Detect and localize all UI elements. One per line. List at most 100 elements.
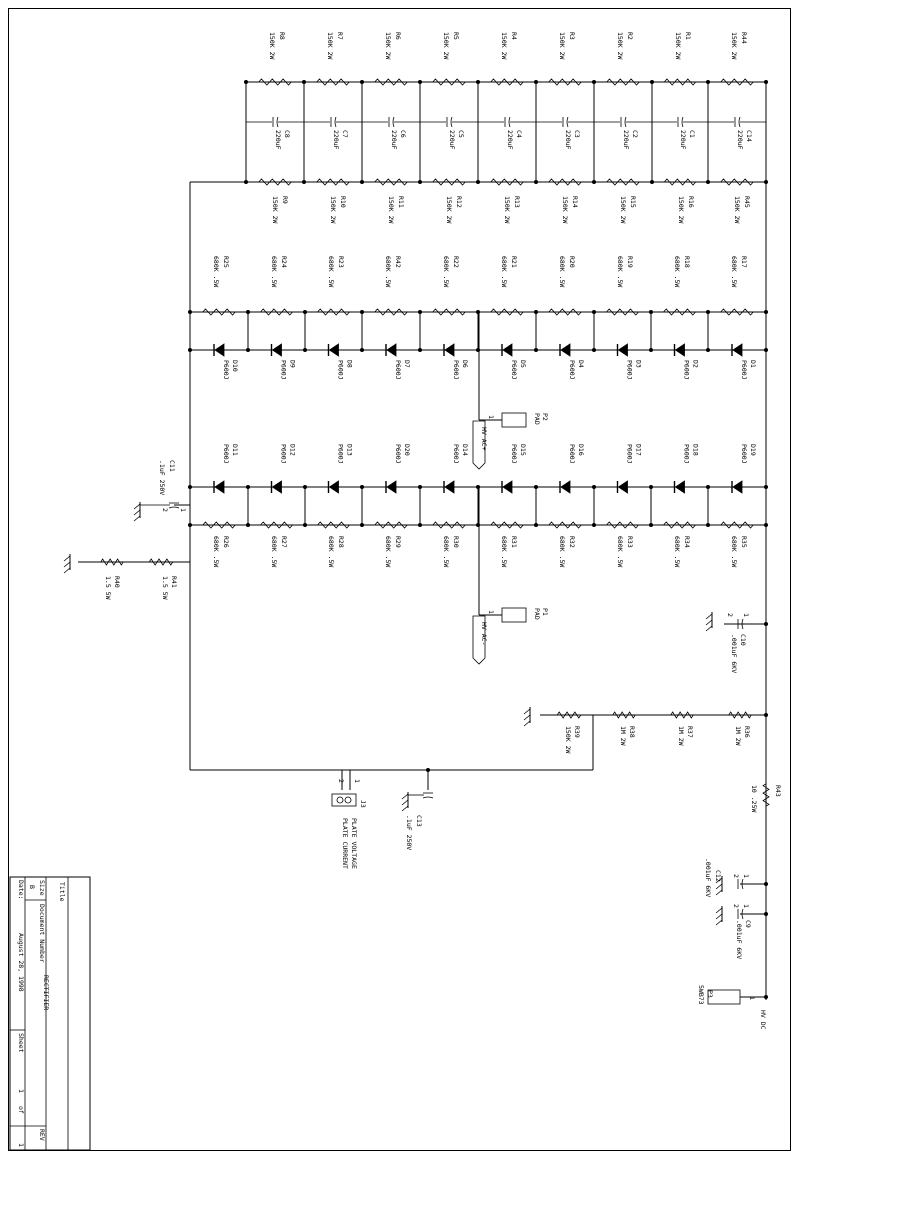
resistor-value-r26: 680K .5W [212,536,220,567]
junction-dot [764,180,768,184]
diode-value-d19: P600J [740,444,748,464]
resistor-r34 [651,521,708,529]
junction-dot [650,80,654,84]
resistor-ref-r32: R32 [568,536,576,548]
resistor-ref-r43: R43 [774,785,782,797]
diode-d4 [559,343,571,357]
diode-ref-d9: D9 [289,360,297,368]
diode-ref-d18: D18 [692,444,700,456]
resistor-ref-r29: R29 [394,536,402,548]
sheet-of-label: of [17,1106,25,1114]
resistor-ref-r3: R3 [568,32,576,40]
capacitor-value-c10: .001uF 6KV [730,634,738,673]
junction-dot [534,523,538,527]
junction-dot [303,310,307,314]
junction-dot [302,80,306,84]
resistor-value-r43: 10 .25W [750,785,758,812]
connector-ref-j3: J3 [359,800,367,808]
resistor-value-r30: 680K .5W [442,536,450,567]
resistor-ref-r11: R11 [397,196,405,208]
sheet-border [8,8,791,1151]
net-label-p2: HV AC+ [480,427,488,451]
resistor-ref-r38: R38 [628,726,636,738]
capacitor-value-c2: 220uF [622,130,630,150]
resistor-value-r19: 680K .5W [616,256,624,287]
diode-value-d8: P600J [337,360,345,380]
resistor-value-r44: 150K 2W [730,32,738,59]
resistor-value-r42: 680K .5W [384,256,392,287]
ground-symbol [705,612,713,632]
junction-dot [534,485,538,489]
junction-dot [706,310,710,314]
diode-d2 [673,343,685,357]
diode-value-d18: P600J [683,444,691,464]
resistor-r27 [248,521,305,529]
pin-number: 2 [161,508,169,512]
resistor-ref-r40: R40 [113,576,121,588]
capacitor-value-c9: .001uF 6KV [735,920,743,959]
capacitor-ref-c3: C3 [573,130,581,138]
junction-dot [764,523,768,527]
resistor-ref-r37: R37 [686,726,694,738]
diode-d13 [327,480,339,494]
diode-d11 [213,480,225,494]
resistor-value-r40: 1.5 5W [104,576,112,600]
diode-value-d3: P600J [626,360,634,380]
capacitor-c1 [677,116,684,128]
resistor-ref-r44: R44 [740,32,748,44]
net-label-p1: HV AC- [480,622,488,645]
diode-value-d1: P600J [740,360,748,380]
resistor-value-r45: 150K 2W [733,196,741,223]
diode-d12 [270,480,282,494]
resistor-ref-r9: R9 [281,196,289,204]
resistor-ref-r10: R10 [339,196,347,208]
resistor-value-r33: 680K .5W [616,536,624,567]
junction-dot [764,80,768,84]
resistor-r44 [708,78,766,86]
resistor-value-r27: 680K .5W [270,536,278,567]
junction-dot [418,523,422,527]
title-label: Title [58,882,66,902]
pin-number: 2 [732,904,740,908]
capacitor-c13 [422,792,434,799]
junction-dot [764,348,768,352]
resistor-ref-r16: R16 [687,196,695,208]
junction-dot [360,80,364,84]
resistor-r3 [536,78,594,86]
resistor-r23 [305,308,362,316]
date-label: Date: [17,880,25,900]
resistor-value-r21: 680K .5W [500,256,508,287]
resistor-ref-r27: R27 [280,536,288,548]
resistor-ref-r36: R36 [743,726,751,738]
diode-d9 [270,343,282,357]
resistor-ref-r17: R17 [740,256,748,268]
junction-dot [418,485,422,489]
resistor-r28 [305,521,362,529]
diode-value-d10: P600J [222,360,230,380]
junction-dot [418,348,422,352]
resistor-r4 [478,78,536,86]
pad-value-p2: PAD [533,413,541,425]
junction-dot [302,180,306,184]
resistor-r12 [420,178,478,186]
resistor-ref-r34: R34 [683,536,691,548]
junction-dot [303,523,307,527]
resistor-ref-r42: R42 [394,256,402,268]
junction-dot [188,523,192,527]
resistor-value-r1: 150K 2W [674,32,682,59]
resistor-r36 [720,711,760,719]
diode-d5 [501,343,513,357]
resistor-value-r8: 150K 2W [268,32,276,59]
connector-label-plate-current: PLATE CURRENT [341,818,349,869]
junction-dot [244,180,248,184]
junction-dot [418,180,422,184]
capacitor-ref-c2: C2 [631,130,639,138]
capacitor-value-c13: .1uF 250V [405,815,413,850]
diode-ref-d8: D8 [346,360,354,368]
ground-symbol [63,554,71,574]
diode-ref-d16: D16 [577,444,585,456]
resistor-r19 [594,308,651,316]
pin-number: 1 [742,613,750,617]
diode-ref-d19: D19 [749,444,757,456]
resistor-r11 [362,178,420,186]
